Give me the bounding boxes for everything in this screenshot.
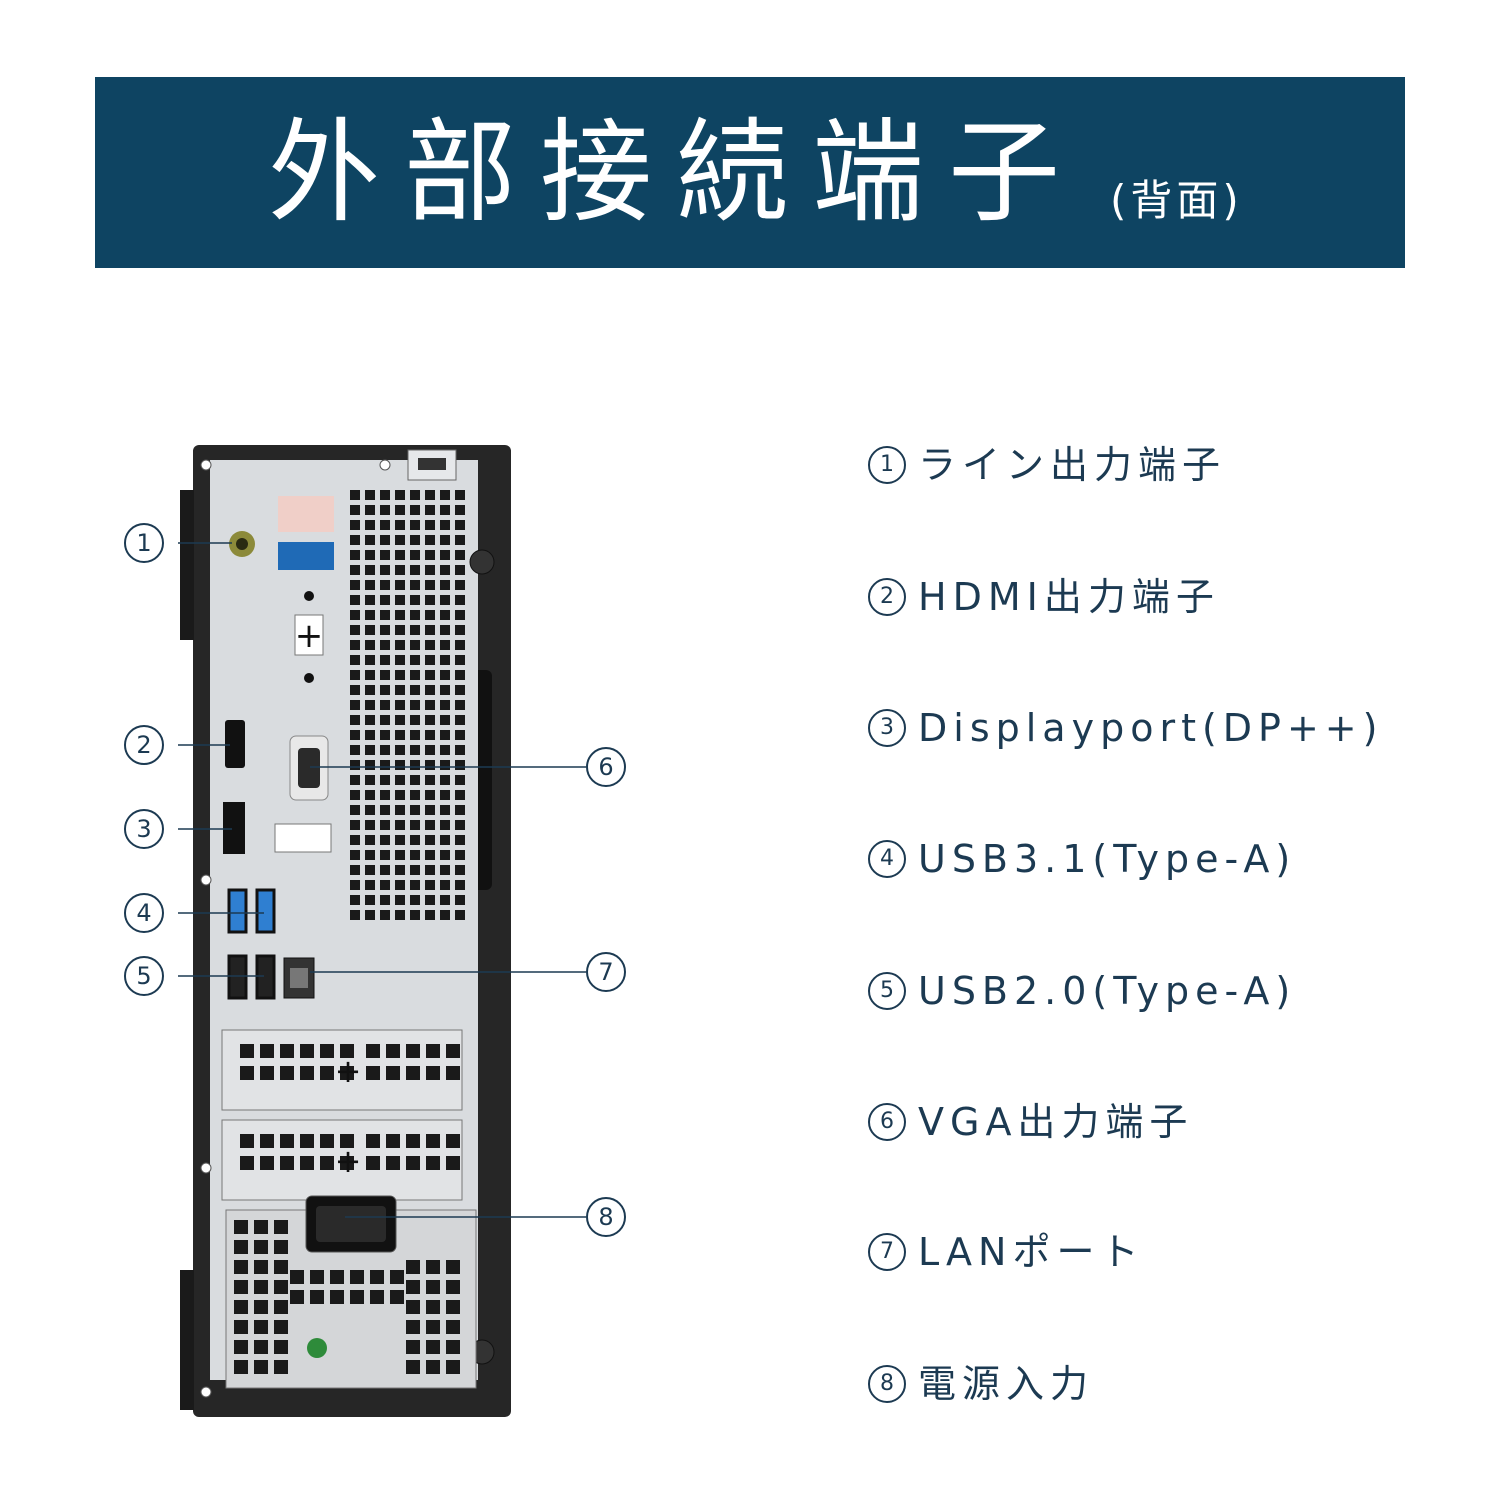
callout-4: 4: [124, 893, 164, 933]
legend-number: 2: [868, 578, 906, 616]
page-subtitle: (背面): [1110, 176, 1243, 225]
legend-item: 3 Displayport(DP++): [868, 703, 1383, 753]
legend-number: 8: [868, 1365, 906, 1403]
callout-8: 8: [586, 1197, 626, 1237]
callout-1: 1: [124, 523, 164, 563]
header-banner: [95, 77, 1405, 268]
svg-text:+: +: [335, 1052, 362, 1090]
legend-item: 4 USB3.1(Type-A): [868, 834, 1296, 884]
callout-3: 3: [124, 809, 164, 849]
usb31-port-a: [227, 888, 248, 934]
callout-2: 2: [124, 725, 164, 765]
legend-item: 1 ライン出力端子: [868, 440, 1226, 490]
hdmi-port: [225, 720, 245, 768]
legend-number: 5: [868, 972, 906, 1010]
callout-6: 6: [586, 747, 626, 787]
legend-item: 5 USB2.0(Type-A): [868, 966, 1296, 1016]
legend-label: 電源入力: [918, 1362, 1095, 1406]
callout-5: 5: [124, 956, 164, 996]
legend-number: 6: [868, 1103, 906, 1141]
power-led: [307, 1338, 327, 1358]
legend-label: LANポート: [918, 1230, 1145, 1274]
svg-text:+: +: [335, 1142, 362, 1180]
legend-item: 8 電源入力: [868, 1359, 1094, 1409]
pc-rear-panel-image: + + +: [180, 445, 511, 1417]
legend-number: 1: [868, 446, 906, 484]
legend-label: VGA出力端子: [918, 1100, 1194, 1144]
legend-item: 7 LANポート: [868, 1227, 1144, 1277]
legend-number: 7: [868, 1233, 906, 1271]
ventilation-grid: [350, 490, 465, 920]
displayport-port: [223, 802, 245, 854]
usb31-port-b: [255, 888, 276, 934]
legend-item: 2 HDMI出力端子: [868, 572, 1220, 622]
usb20-port-b: [255, 954, 276, 1000]
legend-label: USB2.0(Type-A): [918, 969, 1297, 1013]
svg-text:+: +: [295, 616, 324, 656]
legend-label: HDMI出力端子: [918, 575, 1220, 619]
legend-number: 4: [868, 840, 906, 878]
legend-label: ライン出力端子: [918, 443, 1227, 487]
usb20-port-a: [227, 954, 248, 1000]
legend-label: Displayport(DP++): [918, 706, 1384, 750]
page-title: 外部接続端子: [268, 108, 1084, 238]
legend-label: USB3.1(Type-A): [918, 837, 1297, 881]
legend-item: 6 VGA出力端子: [868, 1097, 1193, 1147]
legend-number: 3: [868, 709, 906, 747]
callout-7: 7: [586, 952, 626, 992]
